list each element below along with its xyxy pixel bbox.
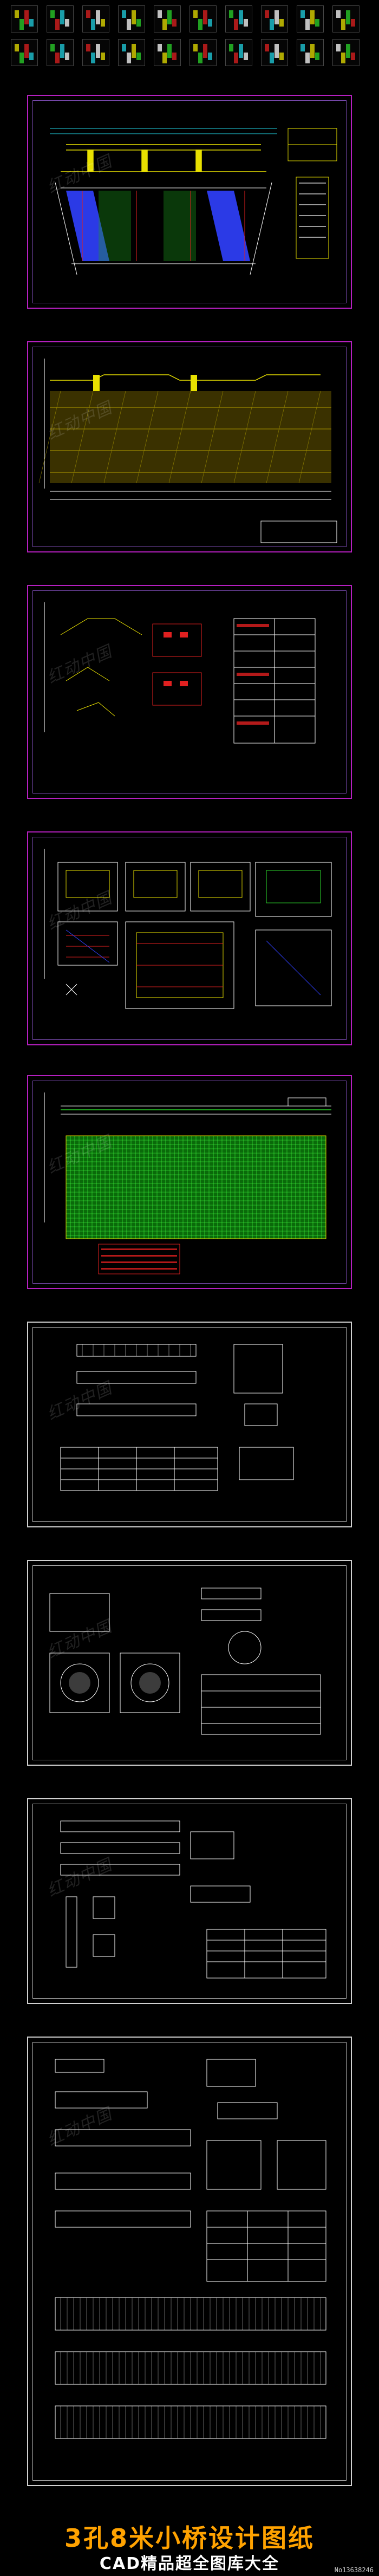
cad-drawing-thumbnail-icon (118, 39, 145, 66)
sheet-geological-section: 红动中国 (27, 341, 352, 552)
sheet-bearing-details: 红动中国 (27, 1560, 352, 1766)
abutment-details-drawing (44, 602, 316, 744)
cad-drawing-thumbnail-icon (118, 5, 145, 32)
sheet-slab-reinforcement: 红动中国 (27, 1075, 352, 1289)
cad-drawing-thumbnail-icon (297, 39, 324, 66)
deck-details-drawing (55, 2059, 326, 2439)
cad-drawing-thumbnail-icon (297, 5, 324, 32)
sheet-pier-abutment: 红动中国 (27, 831, 352, 1045)
cad-drawing-thumbnail-icon (261, 39, 288, 66)
cad-drawing-thumbnail-icon (261, 5, 288, 32)
cad-drawing-thumbnail-icon (11, 5, 38, 32)
beam-details-drawing (60, 1820, 326, 1979)
cad-drawing-thumbnail-icon (154, 5, 181, 32)
cad-drawing-thumbnail-icon (332, 5, 360, 32)
cad-drawing-thumbnail-icon (47, 39, 74, 66)
cad-drawing-thumbnail-icon (225, 5, 252, 32)
pier-abutment-drawing (44, 849, 332, 1009)
thumbnail-strip (11, 5, 368, 70)
bridge-plan-drawing (50, 128, 337, 275)
cad-drawing-thumbnail-icon (332, 39, 360, 66)
cad-drawing-thumbnail-icon (47, 5, 74, 32)
cad-drawing-thumbnail-icon (82, 5, 109, 32)
rebar-details-drawing (60, 1344, 294, 1491)
cad-drawing-thumbnail-icon (11, 39, 38, 66)
cad-drawing-thumbnail-icon (190, 5, 217, 32)
sheet-rebar-details: 红动中国 (27, 1322, 352, 1527)
cad-drawing-thumbnail-icon (82, 39, 109, 66)
sheet-abutment-details: 红动中国 (27, 585, 352, 799)
cad-drawing-thumbnail-icon (225, 39, 252, 66)
geological-section-drawing (38, 359, 337, 543)
footer-banner: 3孔8米小桥设计图纸 CAD精品超全图库大全 No13638246 (0, 2513, 379, 2576)
page-subtitle: CAD精品超全图库大全 (99, 2554, 280, 2573)
sheet-deck-details: 红动中国 (27, 2037, 352, 2486)
cad-drawing-thumbnail-icon (154, 39, 181, 66)
sheet-beam-details: 红动中国 (27, 1798, 352, 2004)
cad-drawing-thumbnail-icon (190, 39, 217, 66)
image-id: No13638246 (334, 2566, 374, 2574)
bearing-details-drawing (49, 1588, 321, 1735)
sheet-bridge-plan: 红动中国 (27, 95, 352, 309)
slab-reinforcement-drawing (44, 1092, 331, 1274)
page-title: 3孔8米小桥设计图纸 (64, 2523, 315, 2553)
